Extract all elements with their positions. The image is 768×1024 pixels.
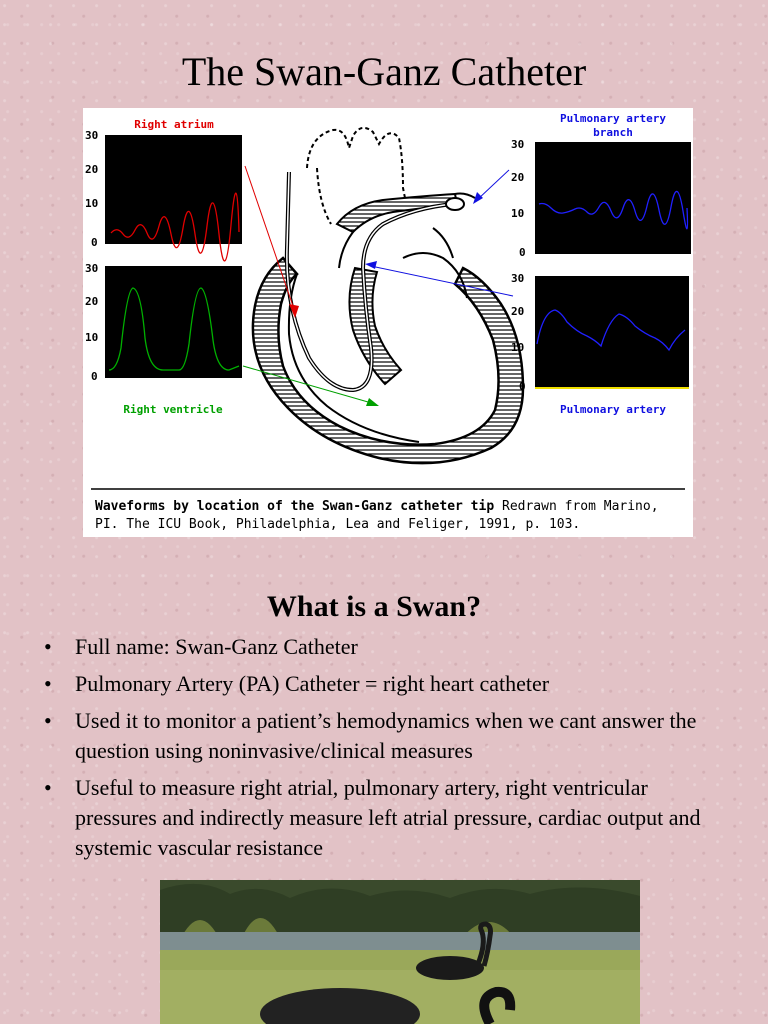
right-ventricle-panel bbox=[105, 266, 242, 378]
caption-bold: Waveforms by location of the Swan-Ganz c… bbox=[95, 499, 495, 514]
rv-tick-0: 0 bbox=[91, 370, 98, 383]
swan-photo-illustration bbox=[160, 880, 640, 1024]
caption-source: Redrawn from Marino, PI. The ICU Book, P… bbox=[95, 499, 659, 532]
pab-tick-10: 10 bbox=[511, 207, 524, 220]
bullet-list: Full name: Swan-Ganz Catheter Pulmonary … bbox=[44, 632, 704, 870]
label-pa-branch-line2: branch bbox=[593, 126, 633, 139]
ra-tick-20: 20 bbox=[85, 163, 98, 176]
pab-tick-0: 0 bbox=[519, 246, 526, 259]
label-right-atrium: Right atrium bbox=[134, 118, 214, 131]
pab-tick-20: 20 bbox=[511, 171, 524, 184]
pa-branch-waveform bbox=[538, 190, 689, 230]
ra-tick-0: 0 bbox=[91, 236, 98, 249]
slide-title: The Swan-Ganz Catheter bbox=[181, 49, 587, 94]
rv-tick-10: 10 bbox=[85, 331, 98, 344]
right-atrium-waveform bbox=[110, 192, 240, 262]
bullet-item: Full name: Swan-Ganz Catheter bbox=[44, 632, 704, 662]
pa-tick-30: 30 bbox=[511, 272, 524, 285]
waveform-figure: Right atrium 30 20 10 0 30 20 10 0 Right… bbox=[83, 108, 693, 537]
waveform-diagram: Right atrium 30 20 10 0 30 20 10 0 Right… bbox=[85, 112, 691, 490]
bullet-item: Pulmonary Artery (PA) Catheter = right h… bbox=[44, 669, 704, 699]
right-atrium-panel bbox=[105, 135, 242, 244]
section-heading: What is a Swan? bbox=[266, 590, 482, 623]
pab-tick-30: 30 bbox=[511, 138, 524, 151]
label-right-ventricle: Right ventricle bbox=[123, 403, 223, 416]
right-ventricle-waveform bbox=[108, 287, 240, 371]
label-pulmonary-artery: Pulmonary artery bbox=[560, 403, 666, 416]
figure-caption: Waveforms by location of the Swan-Ganz c… bbox=[95, 498, 685, 534]
pa-panel bbox=[535, 276, 689, 388]
pa-branch-panel bbox=[535, 142, 691, 254]
label-pa-branch-line1: Pulmonary artery bbox=[560, 112, 666, 125]
pa-tick-20: 20 bbox=[511, 305, 524, 318]
rv-tick-20: 20 bbox=[85, 295, 98, 308]
ra-tick-30: 30 bbox=[85, 129, 98, 142]
pa-waveform bbox=[536, 309, 686, 352]
bullet-item: Used it to monitor a patient’s hemodynam… bbox=[44, 706, 704, 766]
heart-illustration bbox=[251, 126, 525, 465]
swan-photo bbox=[160, 880, 640, 1024]
ra-tick-10: 10 bbox=[85, 197, 98, 210]
bullet-item: Useful to measure right atrial, pulmonar… bbox=[44, 773, 704, 863]
pointer-arrows bbox=[242, 165, 514, 406]
rv-tick-30: 30 bbox=[85, 262, 98, 275]
